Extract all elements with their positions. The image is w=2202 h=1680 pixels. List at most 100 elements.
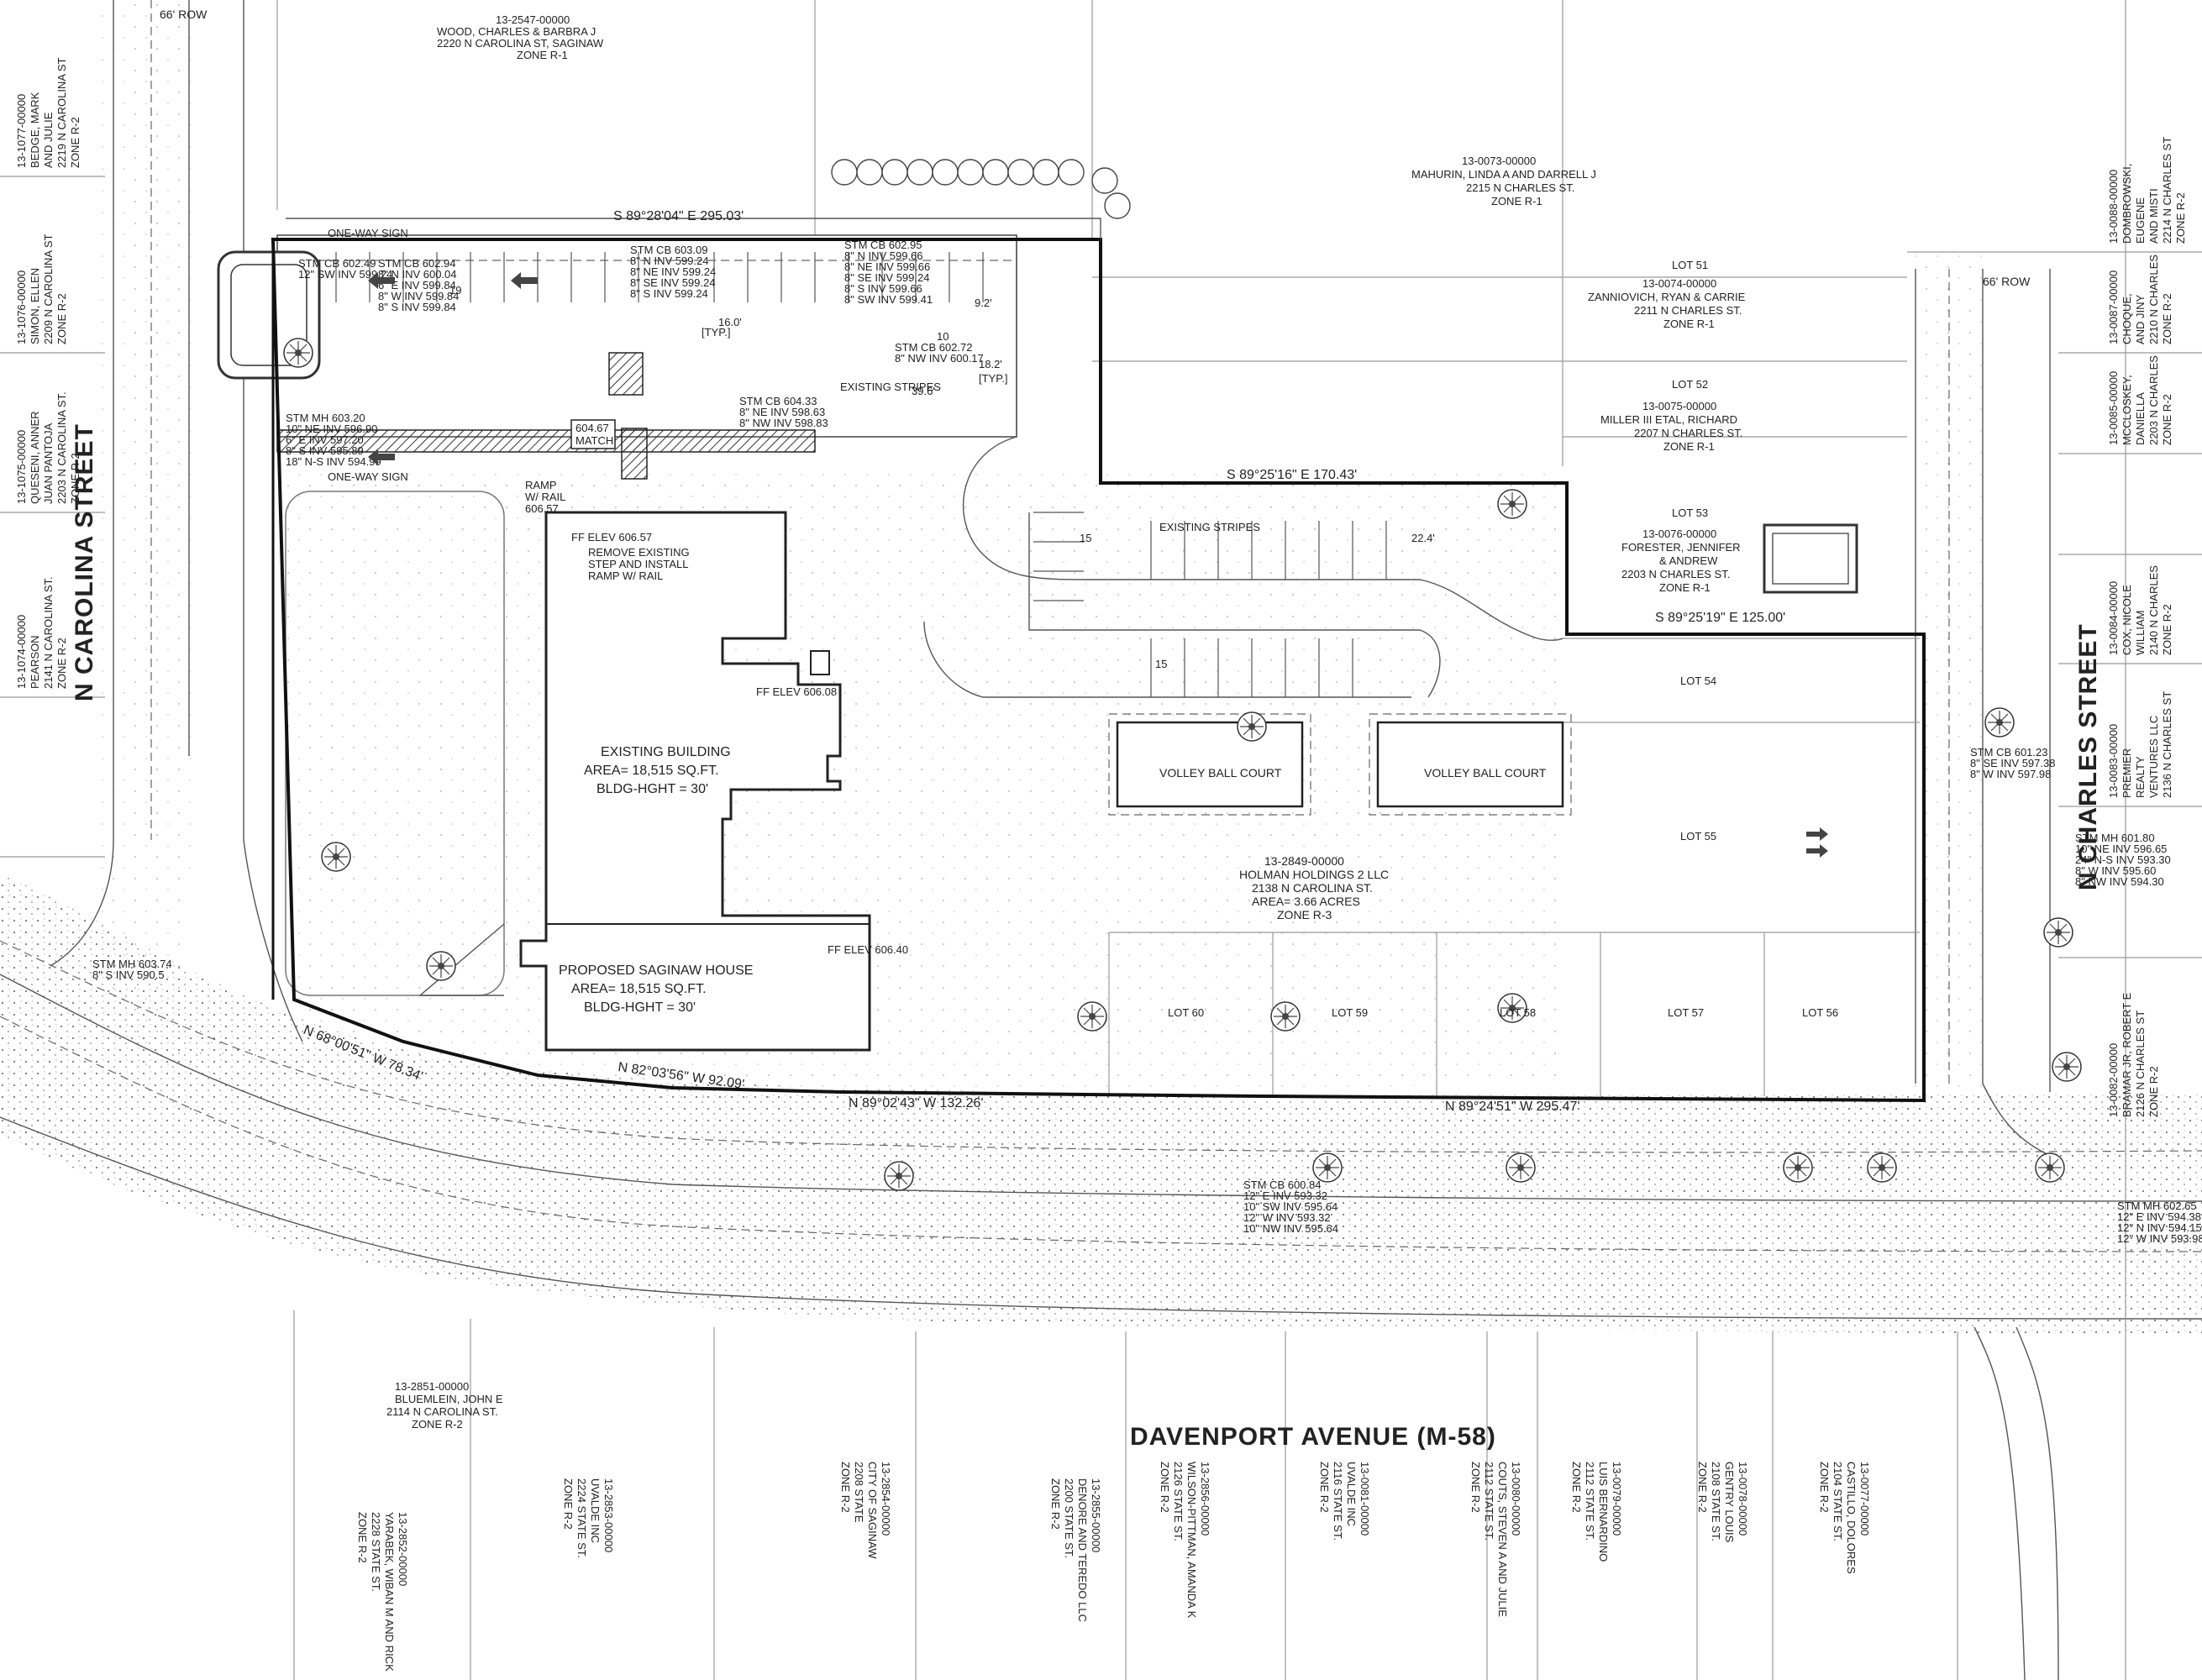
svg-text:2141 N CAROLINA ST.: 2141 N CAROLINA ST. [42, 576, 55, 689]
remove-note3: RAMP W/ RAIL [588, 570, 663, 582]
proposed-bldg-line1: PROPOSED SAGINAW HOUSE [559, 963, 753, 978]
svg-text:STM CB 604.33: STM CB 604.33 [739, 395, 817, 407]
svg-text:10" SW INV 595.64: 10" SW INV 595.64 [1243, 1200, 1337, 1213]
svg-text:13-1074-00000: 13-1074-00000 [15, 615, 28, 689]
svg-text:13-2856-00000: 13-2856-00000 [1199, 1462, 1211, 1536]
svg-text:12" E INV 594.38: 12" E INV 594.38 [2117, 1210, 2201, 1223]
svg-text:9.2': 9.2' [975, 297, 992, 309]
svg-text:13-0084-00000: 13-0084-00000 [2107, 581, 2120, 655]
svg-text:2112 STATE ST.: 2112 STATE ST. [1584, 1462, 1596, 1541]
svg-text:22.4': 22.4' [1411, 532, 1435, 544]
ramp-note1: RAMP [525, 479, 557, 491]
svg-text:UVALDE INC: UVALDE INC [1345, 1462, 1358, 1526]
svg-text:8" S INV 599.24: 8" S INV 599.24 [630, 287, 708, 300]
nb-bluemlein-3: 2114 N CAROLINA ST. [386, 1405, 498, 1418]
bearing-north: S 89°28'04" E 295.03' [613, 209, 744, 223]
svg-text:2104 STATE ST.: 2104 STATE ST. [1831, 1462, 1844, 1541]
svg-text:AND JULIE: AND JULIE [42, 112, 55, 168]
svg-text:CHOQUE,: CHOQUE, [2121, 293, 2133, 344]
svg-text:DOMBROWSKI,: DOMBROWSKI, [2121, 164, 2133, 244]
arrows [368, 272, 1828, 858]
svg-text:[TYP.]: [TYP.] [979, 372, 1007, 385]
svg-text:AND MISTI: AND MISTI [2147, 188, 2160, 244]
nb-bluemlein-4: ZONE R-2 [412, 1418, 463, 1431]
svg-text:13-2853-00000: 13-2853-00000 [602, 1478, 615, 1552]
ffelev-3: FF ELEV 606.40 [828, 943, 908, 956]
nb-miller-3: 2207 N CHARLES ST. [1634, 427, 1742, 439]
left-neighbors: 13-1077-00000 BEDGE, MARK AND JULIE 2219… [15, 57, 81, 689]
court-label-1: VOLLEY BALL COURT [1159, 766, 1282, 780]
nb-top-4: ZONE R-1 [517, 49, 568, 61]
svg-text:STM CB 602.49: STM CB 602.49 [298, 257, 376, 270]
svg-text:13-1076-00000: 13-1076-00000 [15, 270, 28, 344]
svg-text:2108 STATE ST.: 2108 STATE ST. [1710, 1462, 1722, 1541]
right-neighbors: 13-0088-00000 DOMBROWSKI, EUGENE AND MIS… [2107, 137, 2187, 1117]
svg-text:13-1075-00000: 13-1075-00000 [15, 430, 28, 504]
lot-53: LOT 53 [1672, 507, 1708, 519]
svg-text:DENORE AND TEREDO LLC: DENORE AND TEREDO LLC [1076, 1478, 1089, 1622]
nb-top-1: 13-2547-00000 [496, 13, 570, 26]
row-right: 66' ROW [1983, 275, 2031, 288]
svg-text:ZONE R-2: ZONE R-2 [2147, 1066, 2160, 1117]
svg-text:8" SE INV 599.24: 8" SE INV 599.24 [630, 276, 715, 289]
svg-text:8" NE INV 598.63: 8" NE INV 598.63 [739, 406, 825, 418]
svg-text:13-0080-00000: 13-0080-00000 [1510, 1462, 1522, 1536]
svg-text:COUTS, STEVEN A AND JULIE: COUTS, STEVEN A AND JULIE [1496, 1462, 1509, 1617]
svg-text:8" SW INV 599.41: 8" SW INV 599.41 [844, 293, 933, 306]
svg-text:ZONE R-2: ZONE R-2 [1159, 1462, 1171, 1513]
proposed-bldg-line3: BLDG-HGHT = 30' [584, 1000, 696, 1015]
svg-text:LUIS BERNARDINO: LUIS BERNARDINO [1597, 1462, 1610, 1562]
parcel-line4: AREA= 3.66 ACRES [1252, 895, 1360, 908]
bearing-south4: N 89°24'51" W 295.47' [1445, 1100, 1580, 1114]
svg-text:ZONE R-2: ZONE R-2 [1049, 1478, 1062, 1530]
svg-text:BEDGE, MARK: BEDGE, MARK [29, 92, 41, 168]
svg-text:2116 STATE ST.: 2116 STATE ST. [1332, 1462, 1344, 1541]
svg-text:10" NW INV 595.64: 10" NW INV 595.64 [1243, 1222, 1338, 1235]
nb-zannio-1: 13-0074-00000 [1642, 277, 1716, 290]
svg-text:2200 STATE ST.: 2200 STATE ST. [1063, 1478, 1075, 1558]
match-note2: MATCH [575, 434, 613, 447]
bottom-neighbors: 13-2852-00000 YARABEK, WIBAN M AND RICK … [356, 1462, 1871, 1672]
svg-text:WILSON-PITTMAN, AMANDA K: WILSON-PITTMAN, AMANDA K [1185, 1462, 1198, 1619]
svg-text:EUGENE: EUGENE [2134, 197, 2147, 244]
svg-text:YARABEK, WIBAN M AND RICK: YARABEK, WIBAN M AND RICK [383, 1512, 396, 1672]
svg-text:2126 STATE ST.: 2126 STATE ST. [1172, 1462, 1185, 1541]
svg-text:ZONE R-2: ZONE R-2 [69, 453, 81, 504]
svg-text:ZONE R-2: ZONE R-2 [1570, 1462, 1583, 1513]
svg-text:STM CB 602.94: STM CB 602.94 [378, 257, 456, 270]
svg-text:CITY OF SAGINAW: CITY OF SAGINAW [866, 1462, 879, 1559]
svg-text:13-0087-00000: 13-0087-00000 [2107, 270, 2120, 344]
svg-text:39.6': 39.6' [912, 385, 935, 397]
lot-55: LOT 55 [1680, 830, 1716, 843]
remove-note2: STEP AND INSTALL [588, 558, 688, 570]
svg-text:13-0077-00000: 13-0077-00000 [1858, 1462, 1871, 1536]
east-parking-lot [923, 436, 1858, 698]
lot-57: LOT 57 [1668, 1006, 1704, 1019]
nb-forester-4: 2203 N CHARLES ST. [1621, 568, 1730, 580]
svg-text:ZONE R-2: ZONE R-2 [1696, 1462, 1709, 1513]
street-carolina: N CAROLINA STREET [71, 423, 98, 701]
svg-text:8" S INV 595.89: 8" S INV 595.89 [286, 444, 364, 457]
nb-mahurin-3: 2215 N CHARLES ST. [1466, 181, 1574, 194]
existing-stripes-2: EXISTING STRIPES [1159, 521, 1260, 533]
svg-text:8" S INV 599.66: 8" S INV 599.66 [844, 282, 922, 295]
svg-text:2219 N CAROLINA ST: 2219 N CAROLINA ST [55, 57, 68, 168]
lot-60: LOT 60 [1168, 1006, 1204, 1019]
svg-text:16.0': 16.0' [718, 316, 742, 328]
lot-56: LOT 56 [1802, 1006, 1838, 1019]
svg-text:8" N INV 599.66: 8" N INV 599.66 [844, 249, 923, 262]
svg-text:SIMON, ELLEN: SIMON, ELLEN [29, 268, 41, 344]
svg-text:MCCLOSKEY,: MCCLOSKEY, [2121, 375, 2133, 445]
svg-text:6" E INV 599.84: 6" E INV 599.84 [378, 279, 456, 291]
svg-text:REALTY: REALTY [2134, 756, 2147, 798]
street-davenport: DAVENPORT AVENUE (M-58) [1130, 1423, 1496, 1451]
ffelev-1: FF ELEV 606.57 [571, 531, 652, 543]
utility-notes: STM CB 602.49 12" SW INV 599.24 STM CB 6… [92, 239, 2202, 1245]
svg-text:13-0088-00000: 13-0088-00000 [2107, 170, 2120, 244]
svg-text:10" NE INV 596.65: 10" NE INV 596.65 [2075, 843, 2167, 855]
svg-text:8" SE INV 599.24: 8" SE INV 599.24 [844, 271, 929, 284]
labels: N CAROLINA STREET N CHARLES STREET DAVEN… [15, 8, 2202, 1672]
nb-mahurin-2: MAHURIN, LINDA A AND DARRELL J [1411, 168, 1596, 181]
svg-text:COX, NICOLE: COX, NICOLE [2121, 585, 2133, 655]
